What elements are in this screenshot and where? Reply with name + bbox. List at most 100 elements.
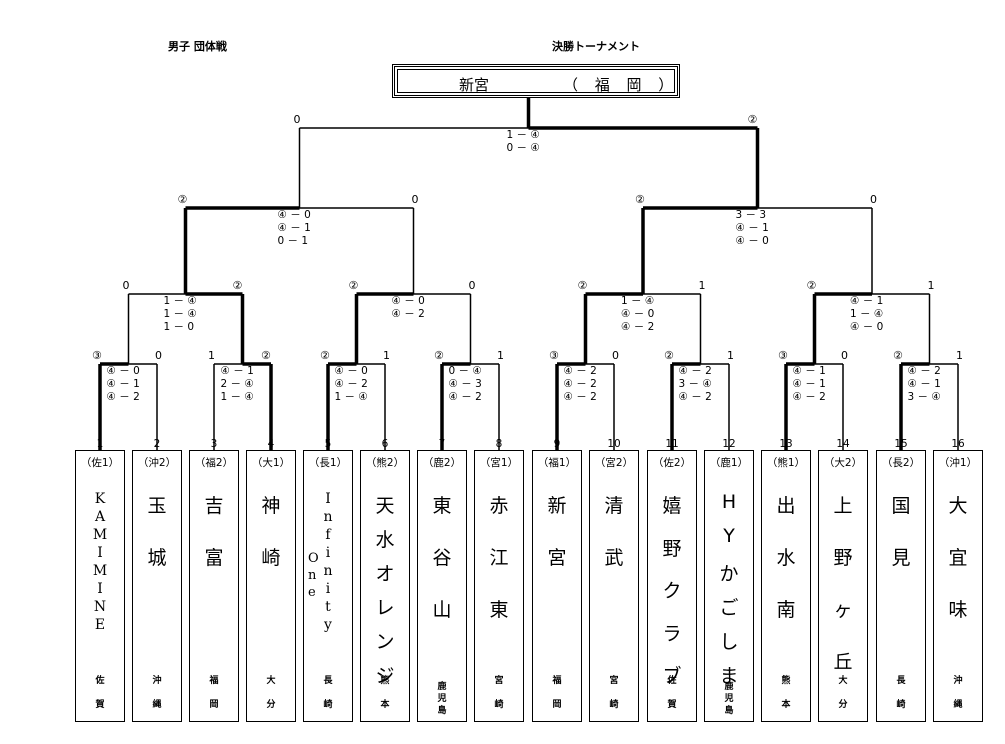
match-result-left: ② xyxy=(664,349,674,362)
bout-score: ④ － 1 xyxy=(792,365,826,377)
bout-score: ④ － 2 xyxy=(334,378,368,390)
team-prefecture-char: 賀 xyxy=(667,700,677,710)
team-name-char: ご xyxy=(719,597,739,619)
team-name-char: 東 xyxy=(432,495,452,517)
team-prefecture-char: 鹿 xyxy=(437,682,447,692)
match-result-left: ② xyxy=(893,349,903,362)
team-name-char: 天 xyxy=(375,495,395,517)
team-prefecture-char: 崎 xyxy=(896,700,906,710)
team-name-char: i xyxy=(325,545,331,561)
team-prefecture: 沖縄 xyxy=(934,669,982,717)
match-result-left: ③ xyxy=(778,349,788,362)
team-prefecture-char: 賀 xyxy=(95,700,105,710)
bout-score: 0 － ④ xyxy=(506,142,540,154)
bout-score: ④ － 2 xyxy=(678,365,712,377)
team-prefecture: 佐賀 xyxy=(648,669,696,717)
bout-score: ④ － 0 xyxy=(277,209,311,221)
team-prefecture-char: 縄 xyxy=(953,700,963,710)
team-number: 16 xyxy=(951,438,965,450)
team-name-char: i xyxy=(325,581,331,597)
team-name-char: 出 xyxy=(776,495,796,517)
team-seed: （大2） xyxy=(823,457,863,469)
team-name-char: 谷 xyxy=(432,547,452,569)
team-box: （大1）神崎大分 xyxy=(246,450,296,722)
match-result-right: 1 xyxy=(727,349,734,362)
bout-score: ④ － 1 xyxy=(792,378,826,390)
bout-score: ④ － 0 xyxy=(850,321,884,333)
match-result-right: 0 xyxy=(155,349,162,362)
bout-score: ④ － 2 xyxy=(621,321,655,333)
team-name-char: 水 xyxy=(375,529,395,551)
team-prefecture-char: 佐 xyxy=(95,676,105,686)
bout-score: ④ － 0 xyxy=(106,365,140,377)
champion-box: 新宮 （ 福 岡 ） xyxy=(392,64,680,98)
team-name-char: N xyxy=(93,599,107,615)
bout-score: 3 － 3 xyxy=(735,209,767,221)
team-name-char: 宜 xyxy=(948,547,968,569)
bout-score: ④ － 2 xyxy=(391,308,425,320)
team-name-char: f xyxy=(325,527,331,543)
team-name-char: 宮 xyxy=(547,547,567,569)
team-number: 11 xyxy=(665,438,679,450)
bracket-title: 決勝トーナメント xyxy=(552,40,640,53)
team-prefecture-char: 熊 xyxy=(380,676,390,686)
team-name-sub-char: e xyxy=(308,585,316,600)
team-name-char: K xyxy=(94,491,106,507)
team-box: （大2）上野ヶ丘大分 xyxy=(818,450,868,722)
team-name-char: 玉 xyxy=(147,495,167,517)
team-box: （長2）国見長崎 xyxy=(876,450,926,722)
team-seed: （宮2） xyxy=(594,457,634,469)
team-prefecture-char: 宮 xyxy=(494,676,504,686)
match-result-right: ② xyxy=(747,113,758,126)
team-name-char: I xyxy=(97,581,103,597)
team-number: 9 xyxy=(553,438,561,450)
team-prefecture-char: 福 xyxy=(209,676,219,686)
team-prefecture-char: 宮 xyxy=(609,676,619,686)
bout-score: ④ － 3 xyxy=(448,378,482,390)
team-name-char: A xyxy=(94,509,106,525)
match-result-left: ② xyxy=(635,193,645,206)
team-name-char: ク xyxy=(662,580,682,602)
team-name-char: 崎 xyxy=(261,547,281,569)
team-name-char: ジ xyxy=(375,665,395,687)
team-name-char: I xyxy=(97,545,103,561)
team-prefecture-char: 島 xyxy=(724,706,734,716)
champion-name: 新宮 xyxy=(459,76,490,94)
team-name-char: 大 xyxy=(948,495,968,517)
bout-score: 1 － ④ xyxy=(334,391,368,403)
team-prefecture-char: 本 xyxy=(380,700,390,710)
team-seed: （沖1） xyxy=(938,457,978,469)
team-prefecture-char: 児 xyxy=(724,694,734,704)
team-box: （福1）新宮福岡 xyxy=(532,450,582,722)
team-prefecture-char: 鹿 xyxy=(724,682,734,692)
team-name-char: M xyxy=(92,563,108,579)
match-result-left: 0 xyxy=(122,279,130,292)
team-number: 1 xyxy=(96,438,104,450)
team-prefecture-char: 沖 xyxy=(953,676,963,686)
team-box: （沖2）玉城沖縄 xyxy=(132,450,182,722)
team-prefecture: 長崎 xyxy=(304,669,352,717)
team-box: （熊1）出水南熊本 xyxy=(761,450,811,722)
team-seed: （沖2） xyxy=(137,457,177,469)
bout-score: ④ － 1 xyxy=(106,378,140,390)
team-box: （佐2）嬉野クラブ佐賀 xyxy=(647,450,697,722)
team-name-char: 野 xyxy=(833,547,853,569)
team-number: 12 xyxy=(722,438,736,450)
bout-score: ④ － 2 xyxy=(678,391,712,403)
team-number: 3 xyxy=(210,438,218,450)
match-result-left: ② xyxy=(348,279,359,292)
match-result-right: 1 xyxy=(927,279,935,292)
team-name-char: 水 xyxy=(776,547,796,569)
team-name-char: t xyxy=(325,599,331,615)
team-prefecture-char: 縄 xyxy=(152,700,162,710)
team-name-char: オ xyxy=(375,563,395,585)
team-name-char: 東 xyxy=(489,599,509,621)
team-box: （宮2）清武宮崎 xyxy=(589,450,639,722)
champion-prefecture: （ 福 岡 ） xyxy=(563,76,680,94)
team-name-char: 赤 xyxy=(489,495,509,517)
team-seed: （宮1） xyxy=(479,457,519,469)
team-box: （福2）吉富福岡 xyxy=(189,450,239,722)
